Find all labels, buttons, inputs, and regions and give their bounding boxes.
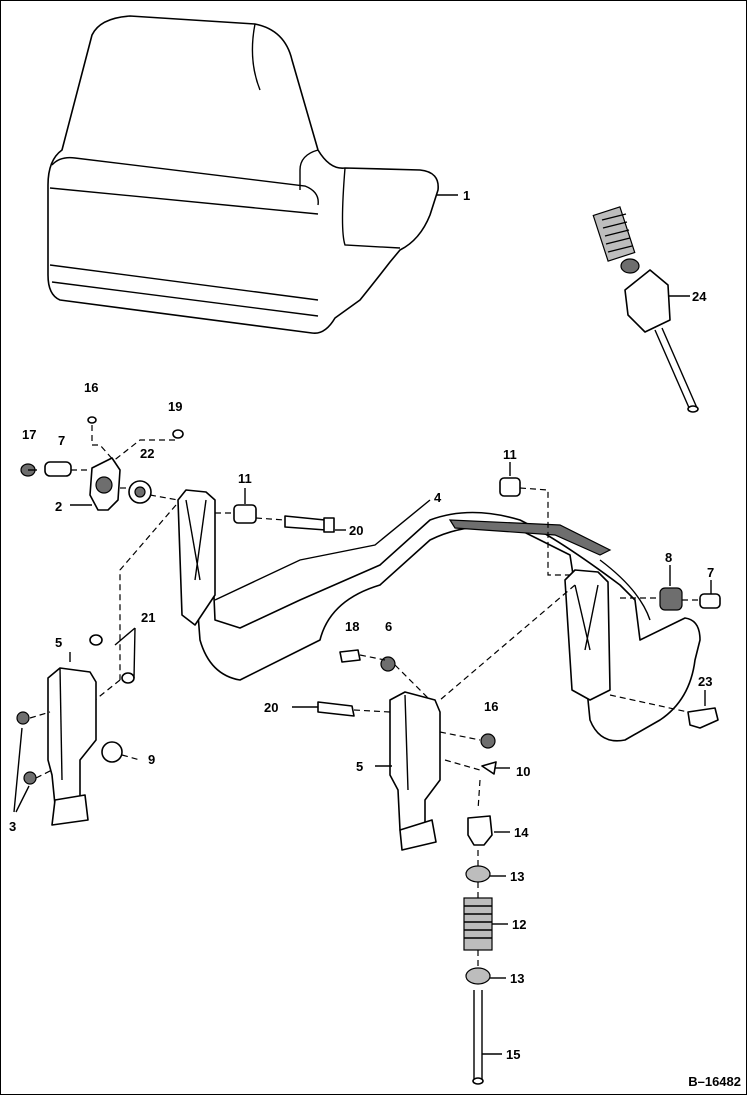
callout-15: 15: [506, 1047, 521, 1062]
callout-20-upper: 20: [349, 523, 364, 538]
callout-8: 8: [665, 550, 673, 565]
callout-2: 2: [55, 499, 63, 514]
callout-19: 19: [168, 399, 183, 414]
callout-22: 22: [140, 446, 155, 461]
left-bracket-drawing: [13, 504, 177, 826]
suspension-frame-drawing: [177, 489, 701, 742]
figure-id: B–16482: [688, 1074, 741, 1089]
callout-20-lower: 20: [264, 700, 279, 715]
callout-1: 1: [463, 188, 471, 203]
callout-16-lower: 16: [484, 699, 499, 714]
callout-17: 17: [22, 427, 37, 442]
callout-13-upper: 13: [510, 869, 525, 884]
callout-5-left: 5: [55, 635, 63, 650]
leader-lines: [28, 462, 712, 1055]
callout-6: 6: [385, 619, 393, 634]
callout-7-right: 7: [707, 565, 715, 580]
upper-middle-hardware-drawing: [215, 477, 570, 576]
callout-14: 14: [514, 825, 529, 840]
callout-23: 23: [698, 674, 713, 689]
callout-4: 4: [434, 490, 442, 505]
middle-bracket-drawing: [317, 584, 576, 1085]
part-24-drawing: [592, 206, 699, 413]
callout-5-middle: 5: [356, 759, 364, 774]
callout-11-left: 11: [238, 471, 252, 486]
callout-16-upper: 16: [84, 380, 99, 395]
callout-10: 10: [516, 764, 531, 779]
seat-drawing: [47, 15, 439, 335]
callout-12: 12: [512, 917, 527, 932]
callout-3: 3: [9, 819, 17, 834]
callout-21: 21: [141, 610, 156, 625]
upper-left-hardware-drawing: [20, 416, 184, 511]
callout-9: 9: [148, 752, 156, 767]
callout-11-right: 11: [503, 447, 517, 462]
callout-18: 18: [345, 619, 360, 634]
callout-13-lower: 13: [510, 971, 525, 986]
callout-7-left: 7: [58, 433, 66, 448]
right-hardware-drawing: [609, 587, 721, 729]
callout-24: 24: [692, 289, 707, 304]
